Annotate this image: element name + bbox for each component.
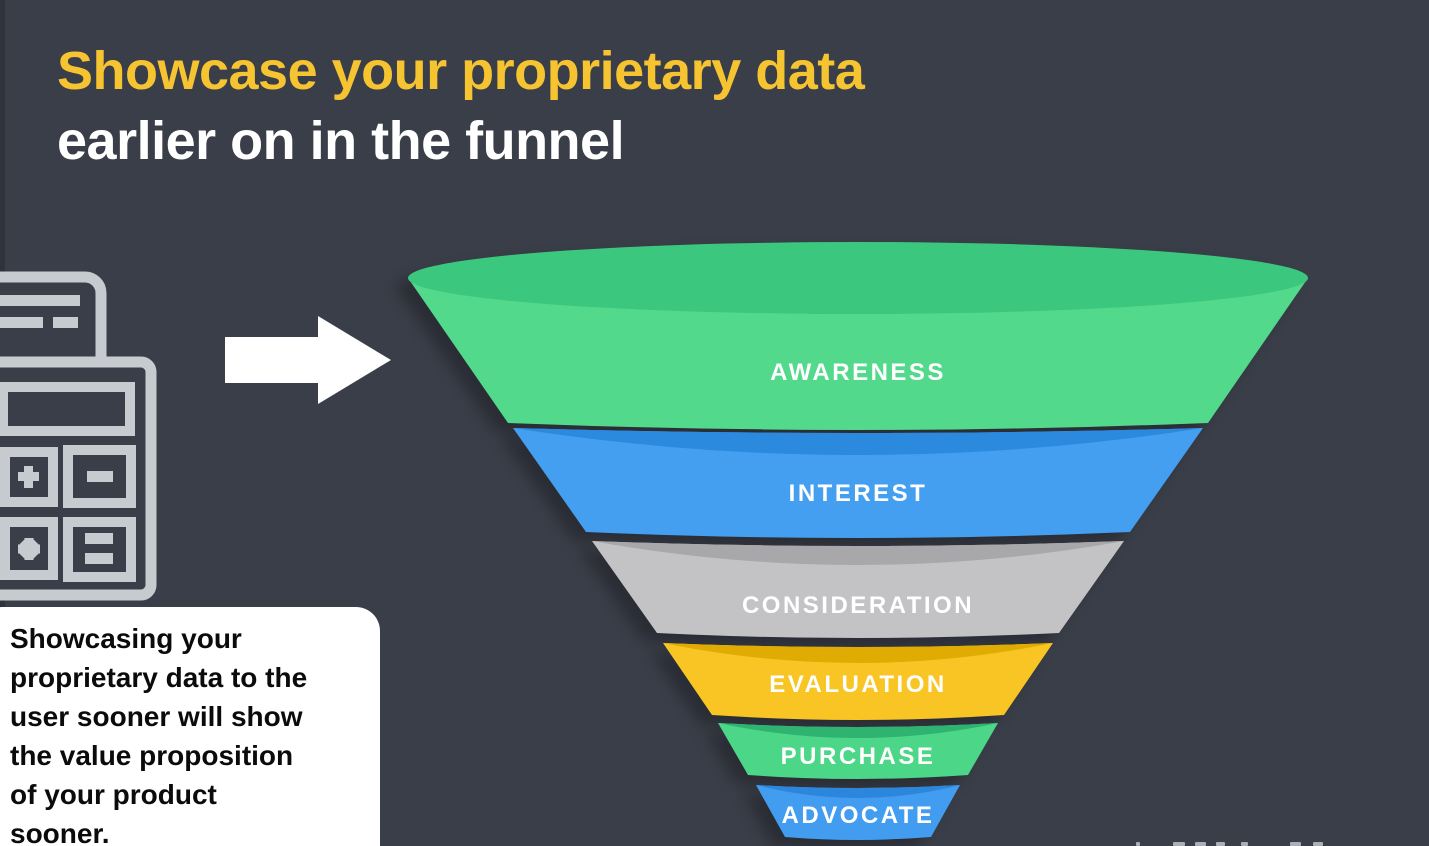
document-line [0,295,80,306]
title-line-plain: earlier on in the funnel [57,111,625,171]
calculator-minus-button [63,445,136,508]
document-icon [0,271,107,436]
watermark-mark [1195,842,1206,846]
calculator-icon [0,356,157,601]
funnel-band-rim-purchase [718,723,998,738]
caption-text: Showcasing your proprietary data to the … [10,623,308,846]
funnel-band-label-awareness: AWARENESS [770,359,946,386]
funnel-band-label-consideration: CONSIDERATION [742,592,974,619]
title-line-highlight: Showcase your proprietary data [57,41,865,101]
funnel-band-evaluation [663,643,1053,720]
funnel-band-consideration [592,541,1124,638]
watermark-mark [1216,842,1225,846]
funnel-band-label-evaluation: EVALUATION [769,671,946,698]
funnel-band-awareness [408,278,1308,430]
watermark-mark [1290,842,1301,846]
funnel-band-interest [513,428,1203,538]
funnel-band-advocate [756,785,960,840]
calculator-plus-button [0,447,58,507]
funnel-band-rim-evaluation [663,643,1053,663]
funnel-band-rim-advocate [756,785,960,798]
calculator-display [0,382,135,436]
funnel-band-label-advocate: ADVOCATE [782,802,935,829]
slide-title: Showcase your proprietary data earlier o… [57,36,865,176]
funnel-band-label-purchase: PURCHASE [781,743,936,770]
calculator-asterisk-button [0,517,58,580]
funnel-band-purchase [718,723,998,779]
watermark-mark [1173,842,1185,846]
caption-box: Showcasing your proprietary data to the … [0,607,380,846]
funnel-band-label-interest: INTEREST [789,480,928,507]
funnel-band-rim-awareness [408,242,1308,314]
document-line [53,317,78,328]
watermark-mark [1136,842,1140,846]
funnel-band-rim-interest [513,428,1203,455]
watermark-mark [1313,842,1323,846]
watermark-mark [1241,842,1248,846]
funnel-band-rim-consideration [592,541,1124,565]
document-line [0,317,43,328]
calculator-equals-button [63,517,136,582]
